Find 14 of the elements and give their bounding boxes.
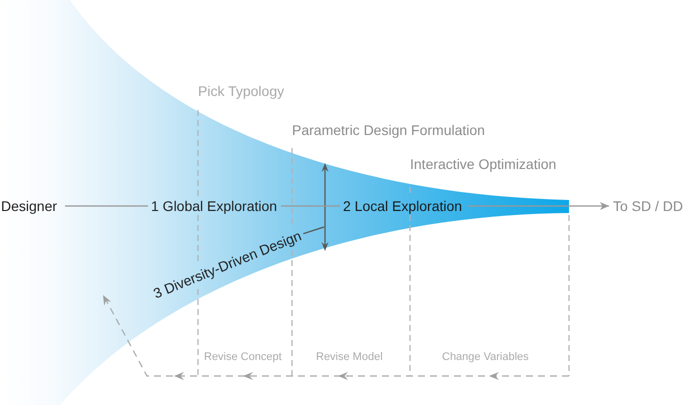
connector-line [65,205,148,207]
phase-label: 2 Local Exploration [343,198,462,214]
output-label: To SD / DD [613,198,684,214]
feedback-label: Revise Concept [204,351,282,364]
stage-label: Parametric Design Formulation [292,122,485,138]
feedback-label: Revise Model [316,351,383,364]
leader-line [303,226,324,234]
phase-label: 1 Global Exploration [151,198,278,214]
feedback-label: Change Variables [442,351,529,364]
arrow [467,202,609,210]
stage-label: Pick Typology [198,83,284,99]
actor-label: Designer [1,198,58,214]
stage-label: Interactive Optimization [410,156,556,172]
connector-line [281,205,340,207]
